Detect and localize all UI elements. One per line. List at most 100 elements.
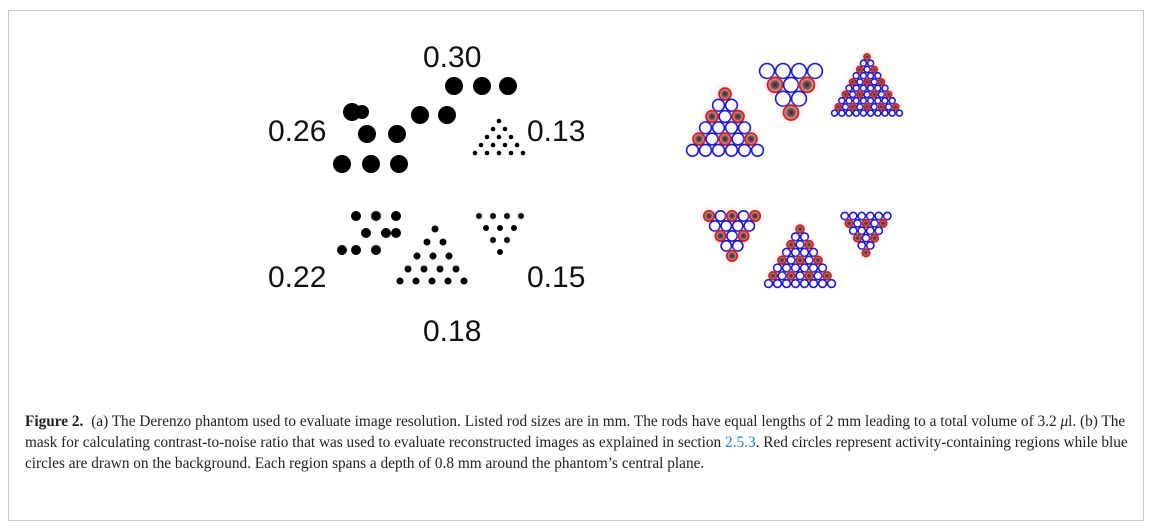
mask-030-background-ring: [758, 62, 776, 80]
rod-030-dot: [333, 155, 351, 173]
mask-018-activity-ring: [795, 255, 805, 265]
mask-013-background-ring: [873, 96, 882, 105]
mask-018-activity-ring-fill: [823, 271, 831, 280]
mask-013-activity-ring-fill: [892, 103, 899, 110]
mask-013-background-ring: [859, 71, 868, 80]
mask-026-activity-ring-fill: [719, 133, 731, 145]
mask-018-background-ring: [781, 278, 792, 289]
mask-015-background-ring: [857, 226, 867, 236]
rod-size-label-left-upper: 0.26: [268, 115, 327, 148]
mask-013-background-ring: [863, 90, 871, 99]
mask-022-background-ring: [726, 229, 738, 242]
rod-013-dot: [502, 126, 508, 132]
mask-018-activity-ring-fill: [787, 240, 795, 249]
mask-026-activity-ring: [718, 132, 732, 146]
mask-018-activity-ring: [822, 270, 832, 281]
caption-text-2: l. (b) The mask for calculating contrast…: [25, 413, 1126, 451]
rod-022-dot: [337, 245, 347, 255]
rod-013-dot: [502, 142, 508, 148]
rod-013-dot: [508, 134, 514, 140]
rod-013-dot: [484, 150, 490, 156]
mask-013-activity-ring-fill: [871, 91, 878, 98]
section-reference-link[interactable]: 2.5.3: [725, 434, 756, 451]
mask-018-activity-ring: [804, 270, 814, 281]
mask-018-background-ring: [795, 239, 805, 250]
mask-013-background-ring: [845, 96, 853, 105]
mask-015-activity-ring-fill: [862, 219, 870, 228]
mask-013-background-ring: [830, 109, 839, 117]
mask-013-activity-ring-fill: [849, 103, 856, 110]
mask-022-activity-ring: [748, 209, 762, 223]
mask-015-activity-ring-fill: [845, 219, 853, 228]
mask-018-background-ring: [781, 247, 792, 258]
mask-022-activity-ring: [737, 229, 750, 242]
mask-013-background-ring: [841, 103, 850, 111]
mask-026-background-ring: [731, 132, 745, 146]
mask-018-background-ring: [790, 278, 801, 289]
rod-018-dot: [413, 252, 421, 260]
mask-026-background-ring: [685, 143, 700, 157]
mask-013-background-ring: [852, 71, 861, 80]
mask-013-background-ring: [873, 71, 882, 80]
mask-026-background-ring: [724, 98, 739, 112]
rod-015-dot: [490, 237, 496, 243]
mask-022-background-ring: [743, 220, 756, 232]
rod-018-dot: [404, 265, 412, 273]
mask-022-activity-ring: [725, 209, 739, 223]
mask-013-activity-ring: [841, 90, 850, 99]
mask-030-activity-ring: [798, 76, 816, 94]
mask-013-activity-ring-fill: [871, 66, 878, 73]
mask-018-activity-ring: [786, 270, 796, 281]
mask-013-background-ring: [859, 59, 868, 68]
mask-013-background-ring: [881, 84, 889, 92]
rod-018-dot: [439, 238, 447, 246]
rod-015-dot: [476, 213, 482, 219]
mask-026-activity-ring: [744, 132, 758, 146]
rod-015-dot: [518, 213, 524, 219]
mask-018-background-ring: [808, 263, 819, 273]
mask-013-background-ring: [859, 84, 868, 92]
mask-015-background-ring: [870, 218, 879, 228]
mask-026-background-ring: [705, 132, 719, 146]
mask-018-background-ring: [826, 278, 837, 289]
mask-013-activity-ring-fill: [842, 91, 849, 98]
mask-022-background-ring: [714, 210, 727, 222]
mask-013-activity-ring: [870, 90, 879, 99]
mask-013-activity-ring-fill: [878, 78, 885, 85]
mask-018-background-ring: [808, 247, 819, 258]
rod-size-label-bottom: 0.18: [423, 315, 482, 348]
mask-022-background-ring: [737, 210, 750, 222]
mask-026-background-ring: [724, 121, 739, 135]
mask-018-activity-ring-fill: [796, 225, 804, 233]
mask-013-activity-ring-fill: [856, 91, 863, 98]
mask-013-background-ring: [866, 84, 875, 92]
mask-022-activity-ring-fill: [726, 210, 738, 222]
rod-013-dot: [520, 150, 526, 156]
mask-026-activity-ring: [718, 87, 732, 101]
mask-018-activity-ring: [786, 239, 796, 250]
mask-015-background-ring: [840, 211, 850, 221]
rod-015-dot: [504, 213, 510, 219]
mask-015-activity-ring: [869, 233, 880, 243]
mask-015-background-ring: [865, 240, 875, 250]
mask-013-activity-ring: [891, 102, 900, 111]
mask-026-background-ring: [698, 143, 713, 157]
rod-018-dot: [429, 252, 437, 260]
mask-030-background-ring: [774, 90, 792, 107]
mask-013-background-ring: [837, 109, 846, 117]
rod-013-dot: [478, 142, 484, 148]
caption-mu-symbol: μ: [1060, 413, 1069, 430]
mask-013-activity-ring-fill: [864, 103, 870, 110]
rod-015-dot: [497, 249, 503, 255]
mask-018-activity-ring-fill: [805, 271, 813, 280]
rod-022-dot: [381, 228, 391, 238]
mask-013-background-ring: [863, 65, 871, 74]
mask-013-activity-ring: [877, 102, 886, 111]
mask-018-activity-ring-fill: [814, 256, 822, 265]
rod-026-dot: [355, 105, 369, 119]
mask-015-background-ring: [857, 211, 867, 221]
mask-015-activity-ring: [852, 233, 863, 243]
mask-026-background-ring: [724, 143, 739, 157]
mask-013-background-ring: [895, 109, 904, 117]
mask-022-activity-ring: [714, 229, 727, 242]
